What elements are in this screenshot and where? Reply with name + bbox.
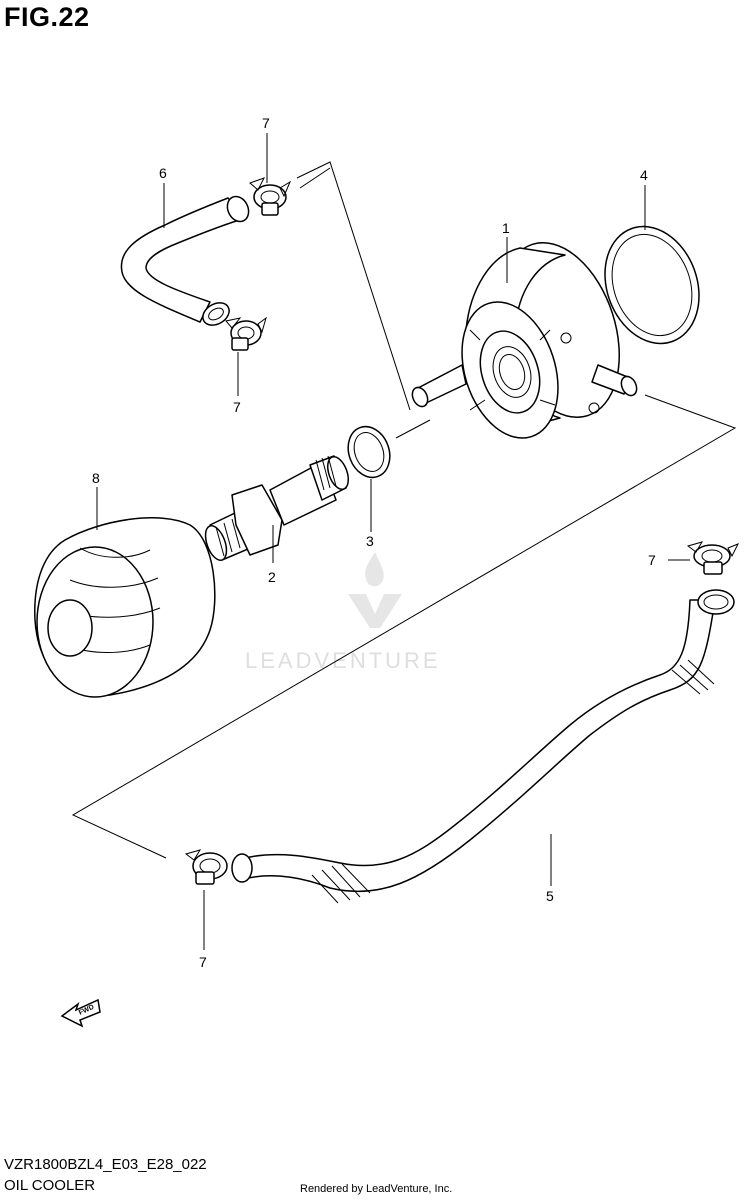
callout-3: 3 [366,533,374,549]
callout-7-right: 7 [648,552,656,568]
callout-8: 8 [92,470,100,486]
callout-1: 1 [502,220,510,236]
figure-title: FIG.22 [4,2,90,32]
part-8-oil-filter[interactable] [34,517,216,698]
part-6-hose[interactable] [120,193,252,330]
callout-leaders [96,133,690,950]
leader-lines [71,161,737,859]
part-2-union-bolt[interactable] [201,454,352,563]
watermark-logo [340,550,410,635]
footer-name: OIL COOLER [4,1177,96,1194]
footer-code: VZR1800BZL4_E03_E28_022 [4,1156,207,1173]
part-5-hose[interactable] [231,589,735,904]
callout-7-bottom: 7 [199,954,207,970]
callout-6: 6 [159,165,167,181]
callout-7-left: 7 [233,399,241,415]
callout-4: 4 [640,167,648,183]
part-7-clip-top[interactable] [249,177,292,216]
part-7-clip-lower[interactable] [184,849,228,885]
part-7-clip-right[interactable] [686,541,740,575]
part-4-o-ring[interactable] [589,213,715,357]
callout-2: 2 [268,569,276,585]
callout-7-top: 7 [262,115,270,131]
part-3-gasket[interactable] [341,421,396,484]
footer-credit: Rendered by LeadVenture, Inc. [300,1183,453,1195]
callout-5: 5 [546,888,554,904]
part-1-oil-cooler[interactable] [409,227,640,450]
watermark-text: LEADVENTURE [245,648,441,673]
fwd-arrow-icon: FWD [60,998,101,1028]
part-7-clip-lower-left[interactable] [225,316,267,351]
